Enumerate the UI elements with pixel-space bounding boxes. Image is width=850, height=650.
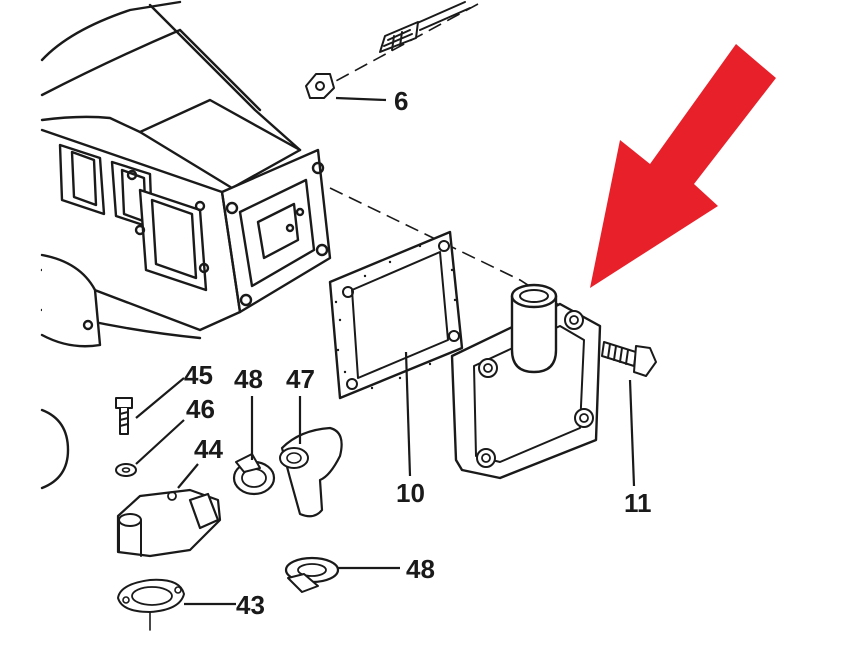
leader-11: [628, 379, 636, 487]
assembly-centerline: [309, 3, 599, 331]
manifold: [40, 0, 332, 490]
callout-45: 45: [184, 360, 213, 390]
bolt: [601, 341, 657, 377]
leader-10: [404, 351, 412, 477]
callout-46: 46: [186, 394, 215, 424]
gasket: [328, 230, 464, 400]
end-cover: [450, 283, 602, 480]
stud: [379, 1, 471, 53]
hose-clamp-upper: [232, 453, 276, 496]
hose-clamp-lower: [284, 556, 340, 593]
callout-47: 47: [286, 364, 315, 394]
callout-10: 10: [396, 478, 425, 508]
callout-11: 11: [624, 488, 652, 518]
callout-6: 6: [394, 86, 408, 116]
nut: [305, 73, 335, 99]
thermostat-housing: [116, 488, 222, 558]
o-ring-gasket: [117, 578, 185, 631]
callout-44: 44: [194, 434, 223, 464]
leader-44: [177, 463, 199, 489]
hose-elbow: [279, 426, 343, 518]
washer: [115, 463, 137, 477]
screw: [115, 397, 133, 435]
red-arrow-icon: [590, 44, 776, 288]
leader-46: [135, 419, 185, 465]
leader-45: [135, 377, 185, 419]
leader-6: [335, 96, 387, 102]
callout-48a: 48: [234, 364, 263, 394]
callout-48b: 48: [406, 554, 435, 584]
callout-43: 43: [236, 590, 265, 620]
